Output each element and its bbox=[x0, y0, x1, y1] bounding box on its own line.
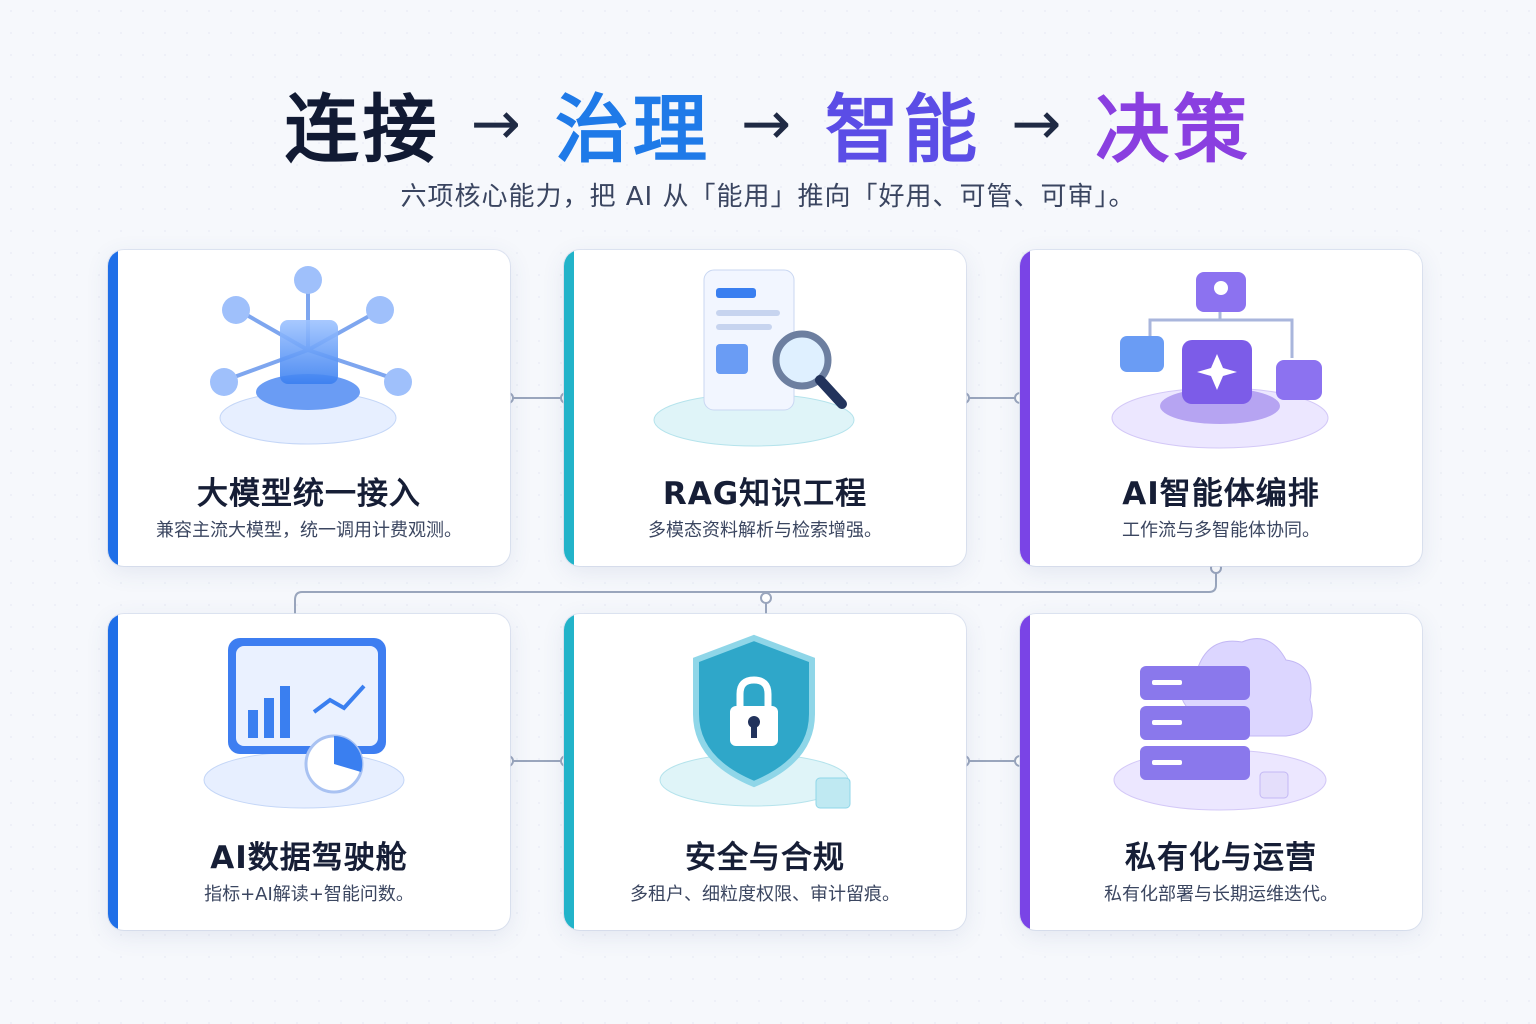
arrow-icon: → bbox=[740, 88, 796, 159]
arrow-icon: → bbox=[470, 88, 525, 159]
document-search-icon bbox=[653, 269, 855, 447]
card-description: 多租户、细粒度权限、审计留痕。 bbox=[630, 884, 900, 905]
card-title: AI智能体编排 bbox=[1122, 476, 1320, 512]
headline-word-connect: 连接 bbox=[284, 87, 441, 173]
card-title: RAG知识工程 bbox=[662, 476, 868, 512]
server-cloud-icon bbox=[1113, 638, 1327, 811]
card-title: AI数据驾驶舱 bbox=[210, 840, 408, 876]
arrow-icon: → bbox=[1011, 88, 1066, 159]
headline-word-decision: 决策 bbox=[1095, 87, 1252, 173]
agent-workflow-icon bbox=[1111, 272, 1329, 449]
headline: 连接 → 治理 → 智能 → 决策 bbox=[0, 70, 1536, 177]
card-title: 安全与合规 bbox=[685, 840, 845, 876]
shield-lock-icon bbox=[659, 634, 851, 809]
headline-word-intelligence: 智能 bbox=[825, 87, 982, 173]
card-description: 工作流与多智能体协同。 bbox=[1122, 520, 1320, 541]
card-description: 兼容主流大模型，统一调用计费观测。 bbox=[156, 520, 462, 541]
card-data-cockpit[interactable]: AI数据驾驶舱 指标+AI解读+智能问数。 bbox=[108, 614, 510, 930]
subtitle: 六项核心能力，把 AI 从「能用」推向「好用、可管、可审」。 bbox=[400, 182, 1136, 212]
card-model-access[interactable]: 大模型统一接入 兼容主流大模型，统一调用计费观测。 bbox=[108, 250, 510, 566]
card-description: 私有化部署与长期运维迭代。 bbox=[1104, 884, 1338, 905]
card-accent-stripe bbox=[1020, 250, 1030, 566]
model-hub-icon bbox=[210, 266, 412, 445]
card-rag-knowledge[interactable]: RAG知识工程 多模态资料解析与检索增强。 bbox=[564, 250, 966, 566]
card-agent-orchestration[interactable]: AI智能体编排 工作流与多智能体协同。 bbox=[1020, 250, 1422, 566]
card-description: 指标+AI解读+智能问数。 bbox=[204, 884, 414, 905]
card-title: 大模型统一接入 bbox=[197, 476, 421, 512]
card-description: 多模态资料解析与检索增强。 bbox=[648, 520, 882, 541]
card-accent-stripe bbox=[108, 250, 118, 566]
headline-word-govern: 治理 bbox=[554, 87, 711, 173]
dashboard-chart-icon bbox=[203, 638, 405, 809]
card-private-deployment[interactable]: 私有化与运营 私有化部署与长期运维迭代。 bbox=[1020, 614, 1422, 930]
card-security-compliance[interactable]: 安全与合规 多租户、细粒度权限、审计留痕。 bbox=[564, 614, 966, 930]
card-accent-stripe bbox=[1020, 614, 1030, 930]
card-accent-stripe bbox=[108, 614, 118, 930]
card-title: 私有化与运营 bbox=[1125, 840, 1317, 876]
card-accent-stripe bbox=[564, 614, 574, 930]
card-accent-stripe bbox=[564, 250, 574, 566]
